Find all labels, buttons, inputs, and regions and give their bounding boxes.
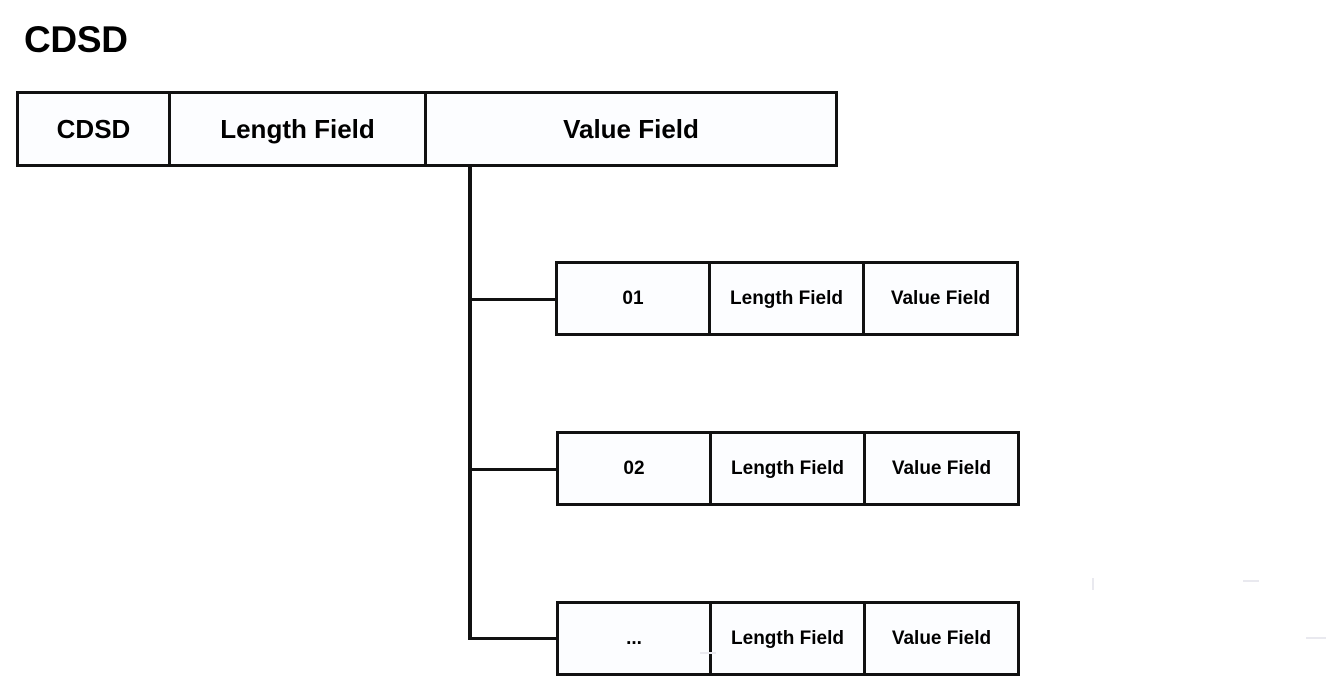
scan-artifact xyxy=(1092,578,1094,590)
sub-tlv-value-field-cell-ellipsis: Value Field xyxy=(863,601,1020,676)
sub-tlv-row-02: 02 Length Field Value Field xyxy=(556,431,1020,506)
cdsd-length-field-cell: Length Field xyxy=(168,91,427,167)
sub-tlv-tag-cell-01: 01 xyxy=(555,261,711,336)
sub-tlv-value-field-cell-01: Value Field xyxy=(862,261,1019,336)
cdsd-tag-cell: CDSD xyxy=(16,91,171,167)
connector-trunk-line xyxy=(468,166,472,640)
cdsd-top-row: CDSD Length Field Value Field xyxy=(16,91,838,167)
sub-tlv-row-ellipsis: ... Length Field Value Field xyxy=(556,601,1020,676)
sub-tlv-tag-cell-02: 02 xyxy=(556,431,712,506)
connector-branch-line-ellipsis xyxy=(470,637,557,640)
sub-tlv-value-field-cell-02: Value Field xyxy=(863,431,1020,506)
scan-artifact xyxy=(700,652,716,654)
scan-artifact xyxy=(1306,637,1326,639)
sub-tlv-tag-cell-ellipsis: ... xyxy=(556,601,712,676)
sub-tlv-length-field-cell-01: Length Field xyxy=(708,261,865,336)
scan-artifact xyxy=(1243,580,1259,582)
page-title: CDSD xyxy=(24,19,128,60)
sub-tlv-length-field-cell-02: Length Field xyxy=(709,431,866,506)
connector-branch-line-02 xyxy=(470,468,557,471)
sub-tlv-row-01: 01 Length Field Value Field xyxy=(555,261,1019,336)
cdsd-value-field-cell: Value Field xyxy=(424,91,838,167)
connector-branch-line-01 xyxy=(470,298,556,301)
sub-tlv-length-field-cell-ellipsis: Length Field xyxy=(709,601,866,676)
